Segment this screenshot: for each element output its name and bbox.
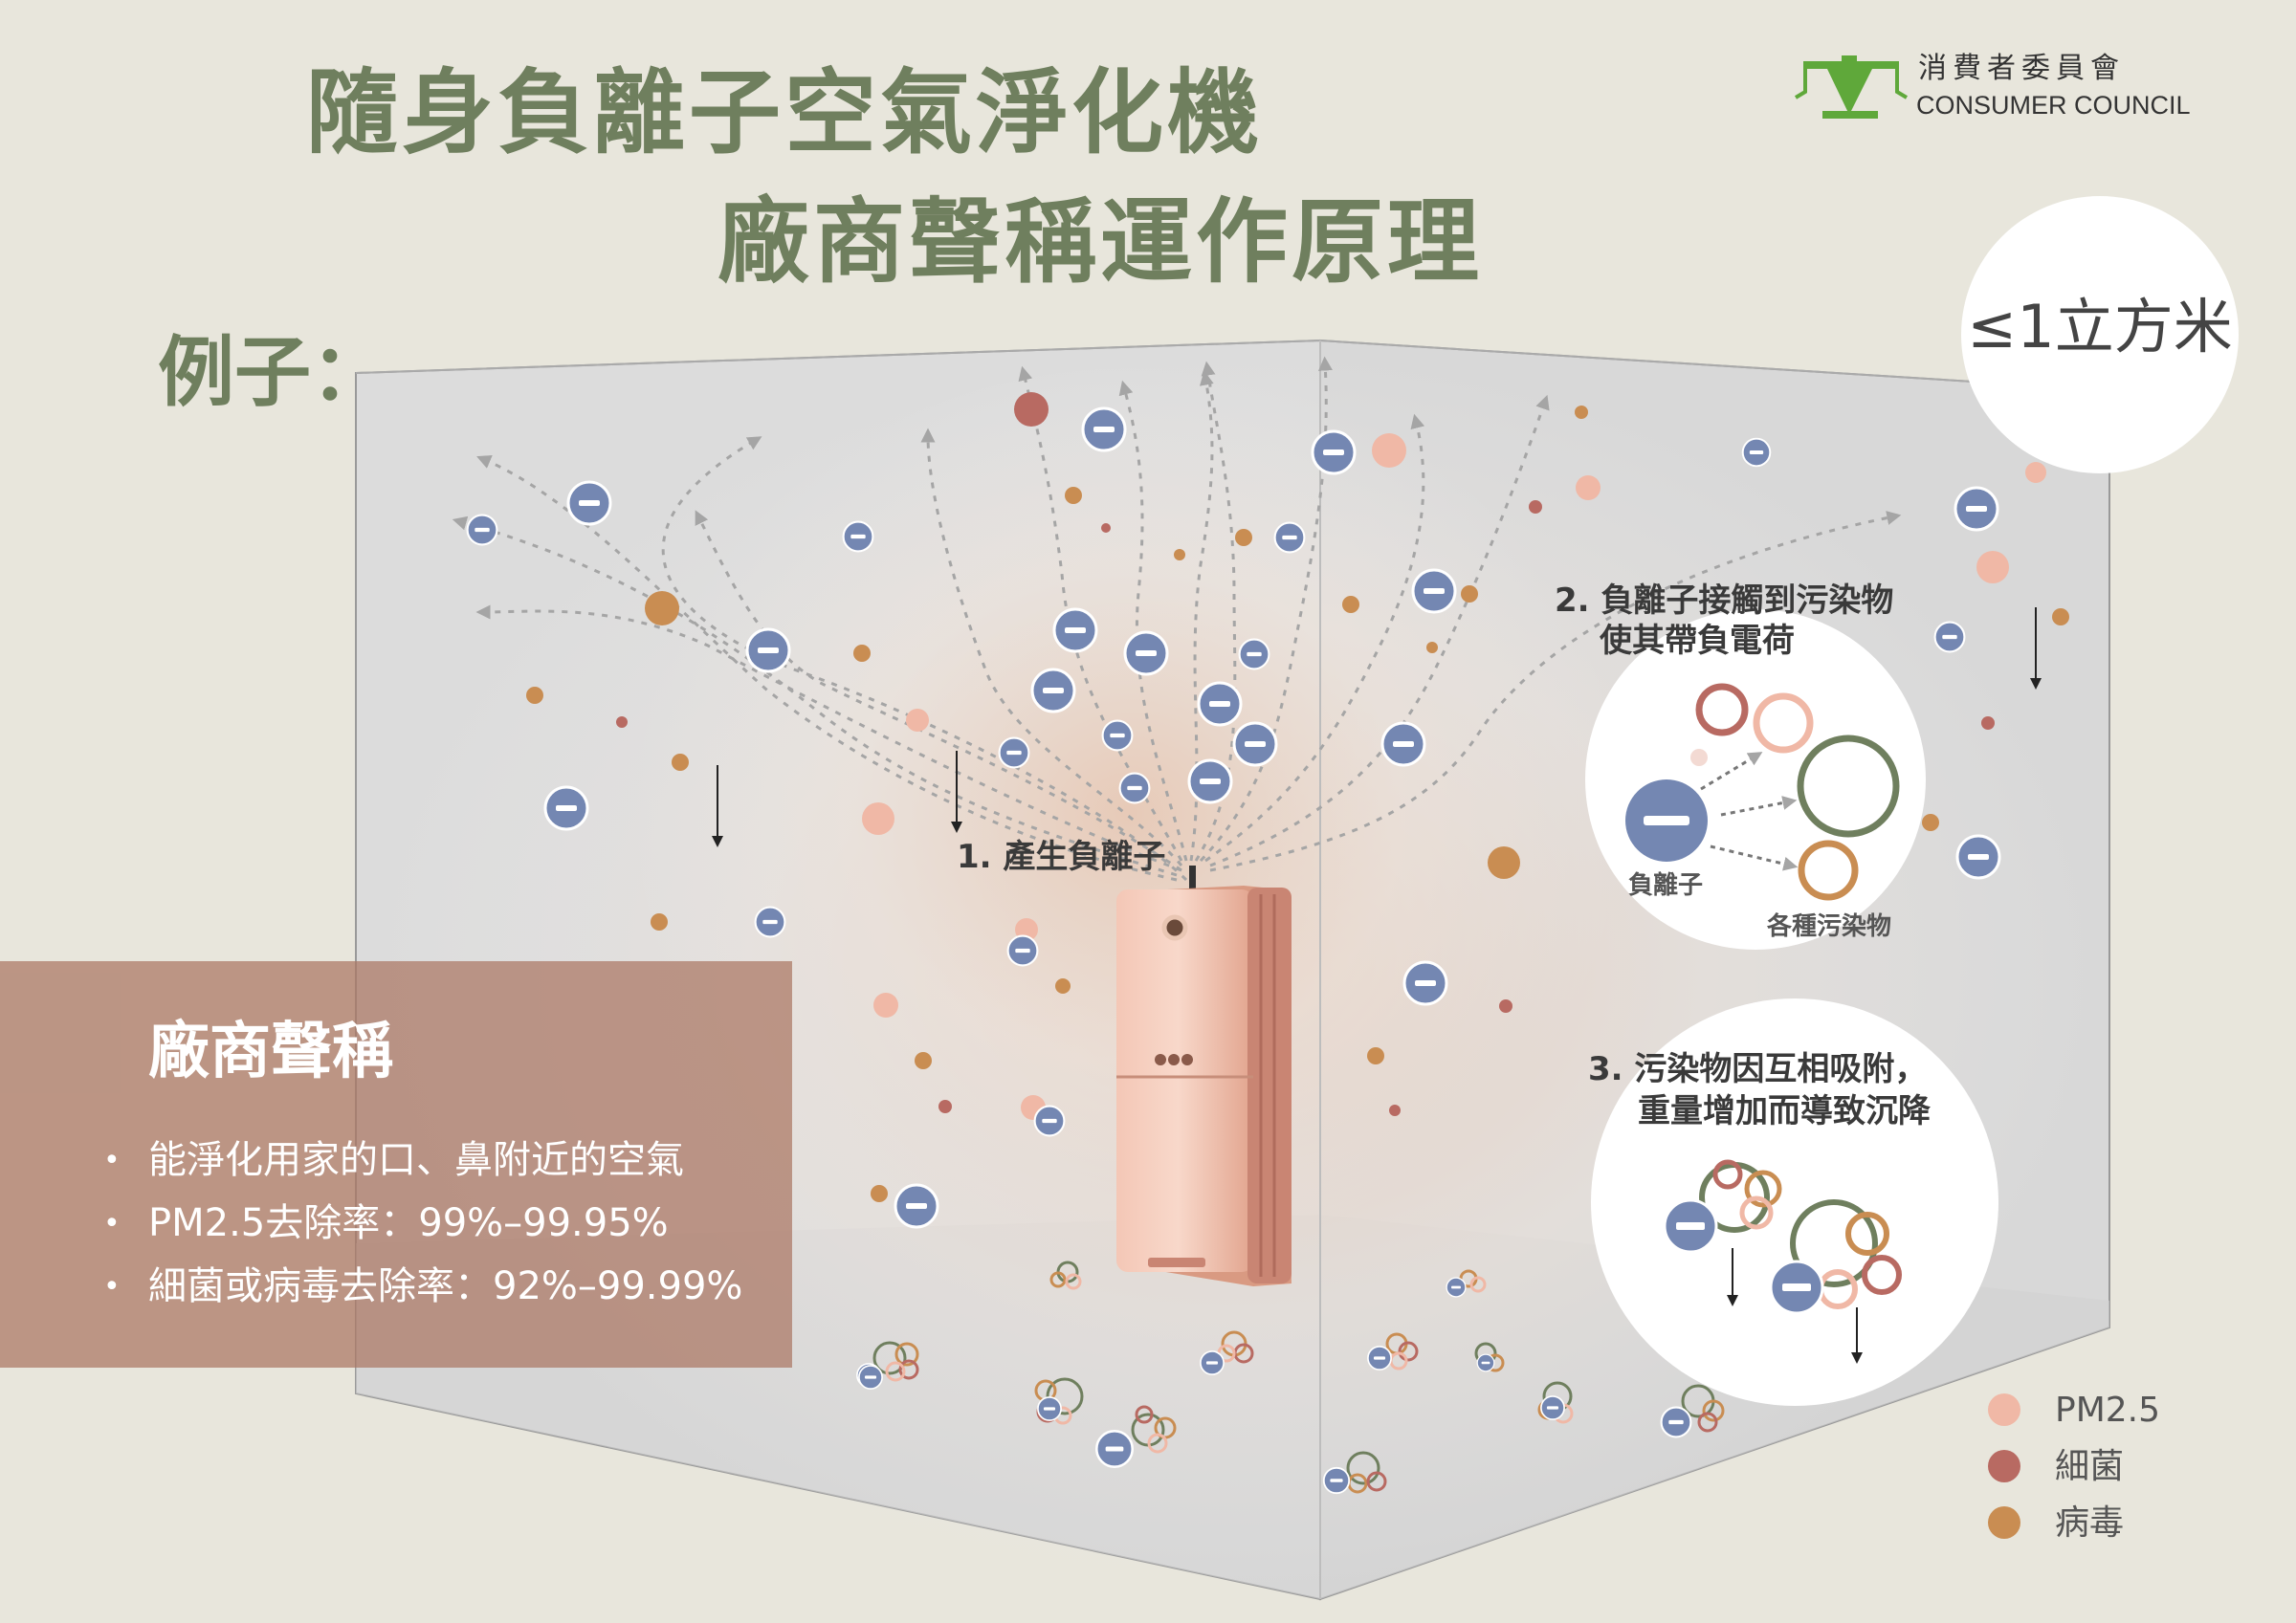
- example-label: 例子：: [158, 328, 387, 417]
- scale-icon: [1794, 55, 1909, 119]
- claims-panel: [0, 961, 792, 1368]
- step2-label-line1: 2. 負離子接觸到污染物: [1555, 581, 1894, 620]
- step3-label-line2: 重量增加而導致沉降: [1638, 1092, 1931, 1130]
- claim-bullet: •: [103, 1207, 121, 1240]
- legend-swatch-virus: [1988, 1506, 2020, 1539]
- volume-label: ≤1立方米: [1967, 292, 2233, 362]
- step3-inset: [1591, 998, 1998, 1406]
- claim-bullet: •: [103, 1270, 121, 1304]
- claim-item: PM2.5去除率：99%–99.95%: [148, 1201, 669, 1245]
- page-title-line2: 廠商聲稱運作原理: [718, 188, 1483, 296]
- consumer-council-logo: [1794, 55, 1909, 119]
- air-purifier-device: [1116, 866, 1292, 1286]
- legend-label-pm25: PM2.5: [2055, 1391, 2161, 1430]
- step1-label: 1. 產生負離子: [957, 838, 1166, 876]
- step2-inset: [1585, 609, 1926, 950]
- claims-title: 廠商聲稱: [148, 1017, 393, 1087]
- step2-pollutant-label: 各種污染物: [1767, 912, 1892, 941]
- pollutant-particles: [526, 392, 2069, 1202]
- step3-label-line1: 3. 污染物因互相吸附，: [1588, 1050, 1928, 1088]
- legend-label-virus: 病毒: [2055, 1503, 2125, 1543]
- falling-arrows: [712, 607, 2042, 847]
- claim-item: 細菌或病毒去除率：92%–99.99%: [148, 1264, 743, 1308]
- legend-swatch-pm25: [1988, 1393, 2020, 1426]
- step2-ion-label: 負離子: [1628, 871, 1704, 900]
- claim-item: 能淨化用家的口、鼻附近的空氣: [148, 1138, 684, 1182]
- step2-label-line2: 使其帶負電荷: [1600, 622, 1795, 660]
- logo-name-zh: 消費者委員會: [1918, 52, 2125, 85]
- volume-badge: [1961, 196, 2239, 473]
- page-title-line1: 隨身負離子空氣淨化機: [306, 59, 1263, 166]
- legend-swatch-bacteria: [1988, 1450, 2020, 1482]
- claim-bullet: •: [103, 1144, 121, 1177]
- legend-label-bacteria: 細菌: [2055, 1447, 2125, 1486]
- logo-name-en: CONSUMER COUNCIL: [1916, 91, 2191, 120]
